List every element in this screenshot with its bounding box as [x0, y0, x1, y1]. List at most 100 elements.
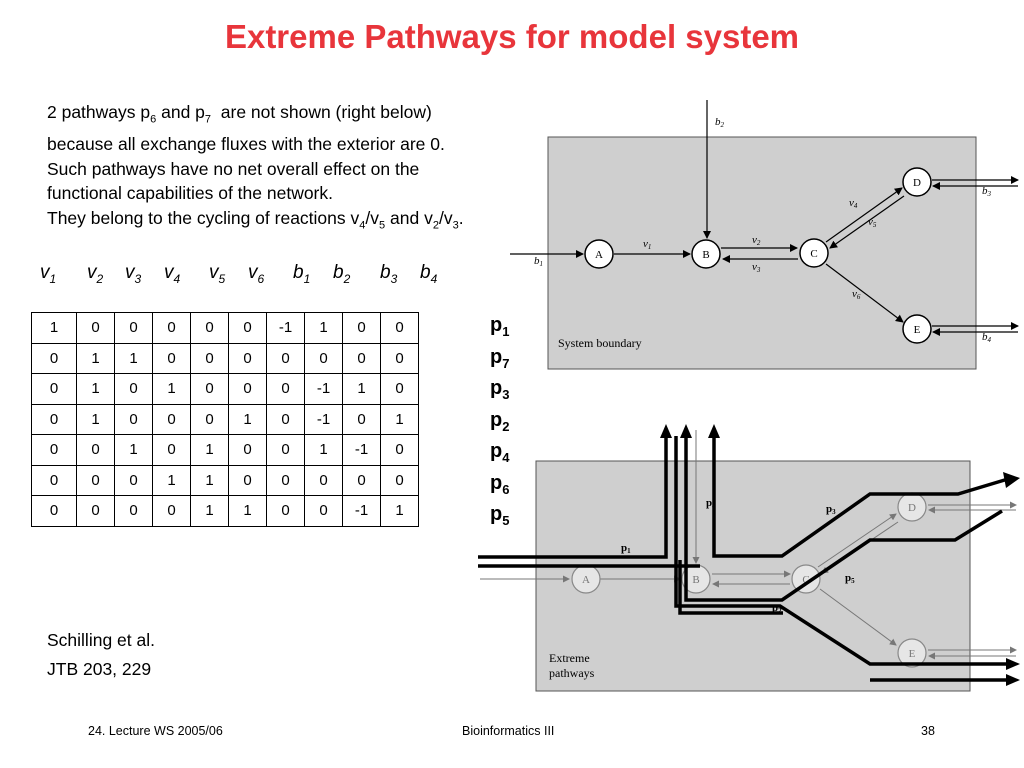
label-p5: p5 — [845, 572, 855, 585]
label-b4: b4 — [982, 331, 992, 344]
para-line-3: Such pathways have no net overall effect… — [47, 158, 420, 179]
node-c: C — [799, 238, 829, 268]
matrix-cell: 0 — [114, 495, 153, 527]
matrix-cell: 1 — [190, 495, 229, 527]
label-v6: v6 — [852, 288, 861, 301]
matrix-cell: 0 — [31, 434, 77, 466]
matrix-cell: 0 — [31, 464, 77, 496]
matrix-cell: 1 — [304, 434, 343, 466]
flux-v5-arrow — [829, 195, 905, 249]
explanation-paragraph: 2 pathways p6 and p7 are not shown (righ… — [47, 100, 567, 238]
node-e: E — [902, 314, 932, 344]
matrix-cell: -1 — [304, 403, 343, 435]
matrix-cell: 0 — [114, 464, 153, 496]
matrix-cell: 1 — [76, 342, 115, 374]
label-b1: b1 — [534, 255, 543, 268]
matrix-cell: 1 — [228, 403, 267, 435]
reference-authors: Schilling et al. — [47, 630, 155, 650]
matrix-cell: 1 — [190, 434, 229, 466]
matrix-cell: -1 — [266, 312, 305, 344]
label-b2: b2 — [715, 116, 725, 129]
matrix-cell: 0 — [266, 403, 305, 435]
extreme-pathways-diagram: A B C D E p1 p4 p3 p5 p2 Extreme pathway… — [478, 424, 1020, 692]
matrix-cell: 0 — [114, 403, 153, 435]
reference-journal: JTB 203, 229 — [47, 659, 152, 679]
matrix-cell: 1 — [380, 495, 419, 527]
matrix-cell: 1 — [228, 495, 267, 527]
extreme-pathways-label-2: pathways — [549, 666, 595, 680]
matrix-cell: 1 — [114, 434, 153, 466]
matrix-cell: 0 — [76, 312, 115, 344]
column-header: b3 — [380, 262, 398, 286]
matrix-cell: 0 — [342, 403, 381, 435]
matrix-cell: 0 — [76, 464, 115, 496]
matrix-cell: 0 — [190, 312, 229, 344]
matrix-cell: 0 — [190, 403, 229, 435]
svg-text:A: A — [595, 249, 603, 261]
pathway-label: p2 — [490, 408, 510, 434]
label-p3: p3 — [826, 503, 836, 516]
matrix-cell: 1 — [114, 342, 153, 374]
matrix-cell: 0 — [76, 434, 115, 466]
column-header: v5 — [209, 262, 226, 286]
matrix-cell: 0 — [380, 373, 419, 405]
label-v2: v2 — [752, 234, 761, 247]
column-header: v4 — [164, 262, 181, 286]
matrix-cell: 0 — [342, 464, 381, 496]
flux-v6-arrow — [825, 263, 904, 323]
system-boundary-label: System boundary — [558, 336, 642, 350]
matrix-cell: 0 — [304, 495, 343, 527]
column-header: b1 — [293, 262, 311, 286]
label-v1: v1 — [643, 238, 651, 251]
matrix-cell: 0 — [342, 342, 381, 374]
matrix-cell: 0 — [304, 342, 343, 374]
label-p2: p2 — [772, 602, 782, 615]
matrix-cell: 0 — [380, 342, 419, 374]
svg-text:E: E — [909, 648, 916, 660]
pathway-label: p5 — [490, 503, 510, 528]
matrix-cell: 0 — [190, 373, 229, 405]
matrix-cell: 0 — [380, 434, 419, 466]
extreme-pathways-label-1: Extreme — [549, 651, 590, 665]
ep-node-c: C — [791, 564, 821, 594]
svg-text:E: E — [914, 324, 921, 336]
column-header: v1 — [40, 262, 57, 286]
para-line-2: because all exchange fluxes with the ext… — [47, 134, 445, 154]
pathway-p4-line — [684, 436, 1003, 602]
matrix-cell: 1 — [76, 403, 115, 435]
page-title: Extreme Pathways for model system — [224, 18, 800, 55]
para-line-4: functional capabilities of the network. — [47, 183, 333, 203]
label-v5: v5 — [868, 216, 877, 229]
matrix-cell: 1 — [152, 373, 191, 405]
column-header: v6 — [248, 262, 265, 286]
matrix-cell: 0 — [114, 312, 153, 344]
matrix-cell: 0 — [31, 373, 77, 405]
ep-node-d: D — [897, 492, 927, 522]
ep-node-e: E — [897, 638, 927, 668]
pathway-p3-line — [712, 436, 1009, 558]
matrix-cell: 0 — [228, 464, 267, 496]
footer-lecture: 24. Lecture WS 2005/06 — [88, 724, 223, 738]
svg-text:B: B — [692, 574, 699, 586]
matrix-cell: 0 — [228, 434, 267, 466]
matrix-cell: 0 — [76, 495, 115, 527]
pathway-label: p3 — [490, 377, 510, 402]
node-a: A — [584, 239, 614, 269]
matrix-cell: 0 — [228, 373, 267, 405]
label-p4: p4 — [706, 497, 716, 510]
matrix-cell: 0 — [342, 312, 381, 344]
label-v3: v3 — [752, 261, 761, 274]
matrix-cell: -1 — [342, 434, 381, 466]
matrix-cell: 0 — [31, 403, 77, 435]
network-diagram: A B C D E b1 v1 b2 v2 v3 v4 v5 v6 b3 b4 … — [510, 100, 1019, 370]
matrix-cell: 0 — [380, 312, 419, 344]
pathway-p1-line — [478, 436, 668, 559]
matrix-cell: 0 — [266, 342, 305, 374]
matrix-cell: 1 — [380, 403, 419, 435]
matrix-cell: 0 — [152, 403, 191, 435]
matrix-cell: 0 — [31, 495, 77, 527]
matrix-cell: 1 — [304, 312, 343, 344]
